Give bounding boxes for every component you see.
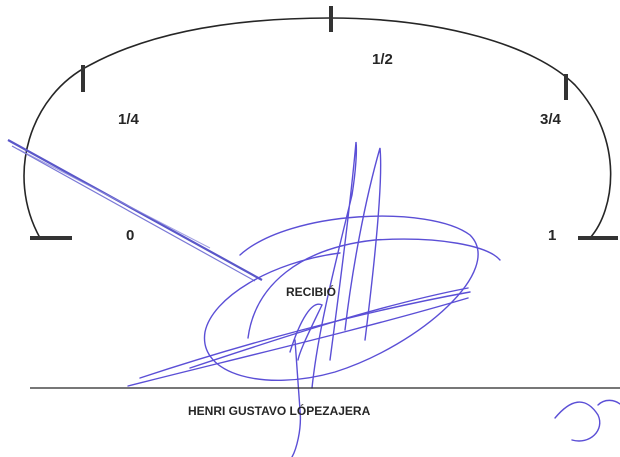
tick-label-1: 1 <box>548 227 556 244</box>
received-label: RECIBIÓ <box>286 284 336 299</box>
tick-label-0: 0 <box>126 227 134 244</box>
gauge: 0 1/4 1/2 3/4 1 <box>23 6 618 244</box>
gauge-needle <box>7 139 263 282</box>
handwritten-signature <box>127 141 620 457</box>
signer-name: HENRI GUSTAVO LÓPEZAJERA <box>188 403 371 418</box>
tick-label-1-2: 1/2 <box>372 51 393 68</box>
tick-label-1-4: 1/4 <box>118 111 140 128</box>
tick-label-3-4: 3/4 <box>540 111 562 128</box>
gauge-arc <box>23 17 612 239</box>
